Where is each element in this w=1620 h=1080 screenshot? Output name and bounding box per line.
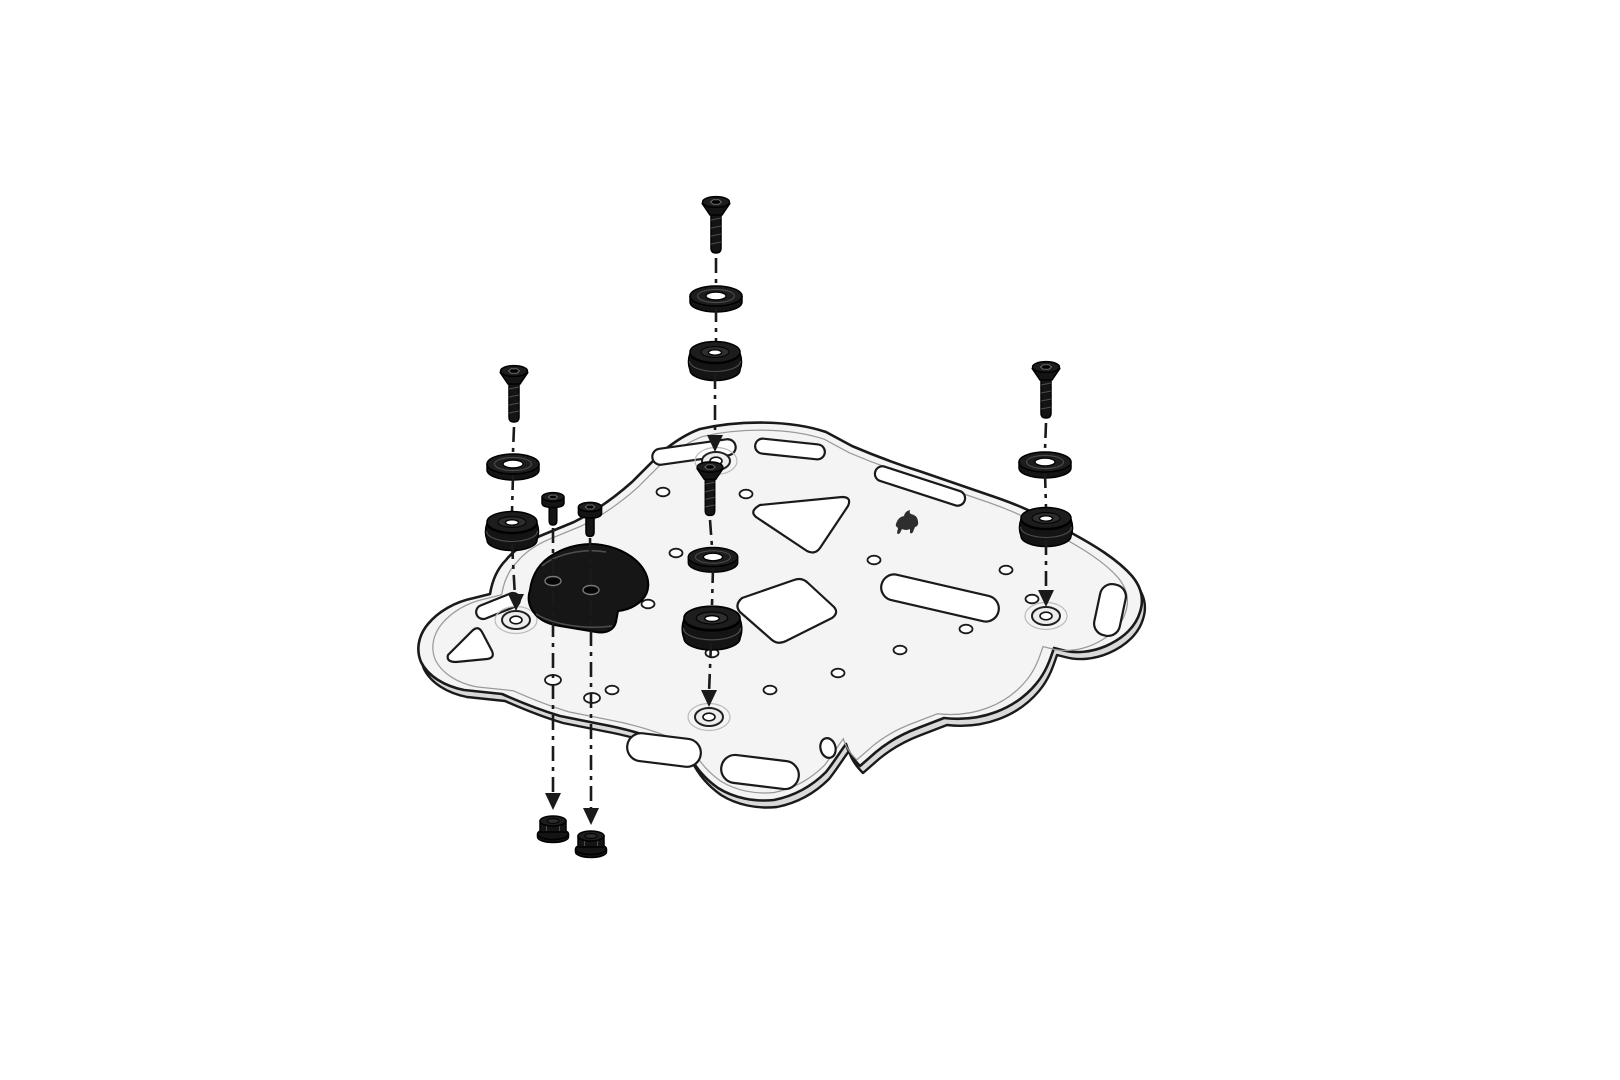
button-head-screw	[541, 491, 565, 526]
plate-hole	[640, 598, 656, 610]
assembly-arrow	[583, 808, 599, 825]
assembly-guide-line	[708, 519, 714, 548]
plate-hole	[668, 547, 684, 559]
plate-cutout	[754, 437, 826, 461]
bracket-hole	[582, 584, 600, 596]
flange-nut	[536, 815, 570, 844]
plate-cutout	[752, 495, 851, 554]
assembly-guide-line	[1043, 422, 1048, 451]
plate-cutout	[626, 732, 702, 768]
assembly-guide-line	[588, 537, 593, 585]
plate-hole	[958, 623, 974, 635]
plate-cutout	[720, 753, 800, 791]
plate-cutout	[1093, 582, 1127, 638]
plate-hole	[1024, 593, 1040, 605]
plate-hole	[866, 554, 882, 566]
mount-boss	[494, 605, 538, 635]
plate-hole	[762, 684, 778, 696]
assembly-arrow	[545, 793, 561, 810]
assembly-guide-line	[510, 543, 517, 598]
boss-hole	[1039, 611, 1053, 621]
fastener-stack-top	[687, 195, 743, 452]
boss-hole	[509, 615, 523, 625]
plate-hole	[604, 684, 620, 696]
assembly-guide-line	[510, 474, 515, 513]
countersunk-screw	[1031, 360, 1061, 419]
plate-hole	[738, 488, 754, 500]
brand-logo	[895, 510, 919, 534]
bracket-fastener-right	[574, 501, 608, 859]
plate-cutout	[880, 573, 1000, 623]
plate-cutout	[736, 577, 838, 644]
fastener-stack-center	[681, 461, 743, 707]
bracket-lower-edge	[535, 613, 613, 629]
plate-cutout	[873, 465, 967, 507]
adapter-bracket	[527, 543, 650, 634]
mount-boss	[687, 702, 731, 732]
boss-hole	[702, 712, 716, 722]
plate-cutout	[819, 737, 837, 759]
fastener-stack-left	[484, 364, 540, 611]
bracket-fastener-left	[536, 491, 570, 844]
countersunk-screw	[499, 364, 529, 423]
flange-nut	[574, 830, 608, 859]
rack-plate	[417, 421, 1147, 809]
plate-hole	[998, 564, 1014, 576]
plate-cutouts	[446, 437, 1127, 791]
bracket-hole	[544, 575, 562, 587]
assembly-guide-line	[710, 567, 715, 606]
plate-cutout	[446, 627, 494, 664]
plate-hole	[655, 486, 671, 498]
fastener-stack-right	[1018, 360, 1074, 607]
assembly-guide-line	[511, 426, 516, 453]
plate-hole	[892, 644, 908, 656]
assembly-guide-line	[1043, 472, 1048, 509]
countersunk-screw	[701, 195, 731, 254]
bracket-highlight	[541, 549, 607, 567]
assembly-guide-line	[707, 642, 713, 694]
plate-hole	[830, 667, 846, 679]
plate-holes	[544, 486, 1040, 704]
